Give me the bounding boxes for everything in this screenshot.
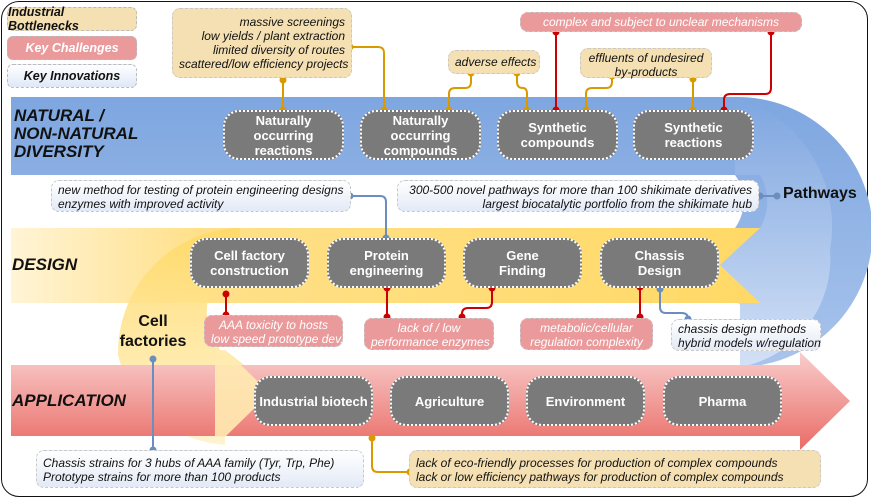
node-label: Finding xyxy=(499,263,546,278)
node-label: Gene xyxy=(506,248,539,263)
node-label: Protein xyxy=(364,248,409,263)
note-line: lack or low efficiency pathways for prod… xyxy=(416,470,784,484)
node-label: Pharma xyxy=(698,393,747,409)
challenge-aaa-toxicity: AAA toxicity to hosts low speed prototyp… xyxy=(204,315,344,347)
node-label: Synthetic xyxy=(664,120,723,135)
challenge-enzymes: lack of / low performance enzymes xyxy=(364,318,494,350)
band-label-application: APPLICATION xyxy=(12,391,126,410)
node-label: Design xyxy=(637,263,682,278)
node-label: compounds xyxy=(520,135,595,150)
note-line: metabolic/cellular xyxy=(540,321,633,335)
side-label-line: factories xyxy=(119,333,187,350)
band-label-design: DESIGN xyxy=(12,255,78,274)
note-line: limited diversity of routes xyxy=(212,43,345,57)
node-industrial-biotech[interactable]: Industrial biotech xyxy=(254,376,373,426)
innovation-protein-engineering: new method for testing of protein engine… xyxy=(51,180,351,212)
node-label: Cell factory xyxy=(214,248,285,263)
note-line: new method for testing of protein engine… xyxy=(58,183,344,197)
bottleneck-connectors xyxy=(282,46,694,473)
note-line: low speed prototype dev. xyxy=(211,332,344,346)
node-label: occurring xyxy=(390,127,451,143)
node-label: compounds xyxy=(383,142,458,158)
note-line: AAA toxicity to hosts xyxy=(219,318,328,332)
cell-factories-arrowhead xyxy=(215,350,270,437)
bottleneck-effluents: effluents of undesired by-products xyxy=(580,48,712,79)
note-line: Chassis strains for 3 hubs of AAA family… xyxy=(43,456,335,470)
node-label: Naturally xyxy=(392,112,449,128)
node-label: Agriculture xyxy=(414,393,485,409)
challenge-connectors xyxy=(225,32,772,317)
note-line: complex and subject to unclear mechanism… xyxy=(542,15,780,29)
note-line: by-products xyxy=(614,65,678,79)
innovation-pathways: 300-500 novel pathways for more than 100… xyxy=(397,180,759,212)
legend-key-innovations: Key Innovations xyxy=(7,64,137,88)
node-label: engineering xyxy=(349,263,424,278)
node-label: Environment xyxy=(545,393,626,409)
note-line: lack of eco-friendly processes for produ… xyxy=(416,456,778,470)
band-label-natural: NATURAL / NON-NATURAL DIVERSITY xyxy=(14,107,138,161)
band-label-line: NATURAL / xyxy=(14,106,105,125)
node-label: occurring xyxy=(253,127,314,143)
challenge-regulation-complexity: metabolic/cellular regulation complexity xyxy=(520,318,653,350)
note-line: adverse effects xyxy=(455,55,537,69)
note-line: massive screenings xyxy=(239,15,345,29)
node-pharma[interactable]: Pharma xyxy=(663,376,782,426)
node-agriculture[interactable]: Agriculture xyxy=(390,376,509,426)
cell-factories-label: Cell factories xyxy=(118,312,188,352)
pathways-label: Pathways xyxy=(783,185,857,202)
note-line: chassis design methods xyxy=(678,322,807,336)
node-label: Industrial biotech xyxy=(259,393,368,409)
node-environment[interactable]: Environment xyxy=(526,376,645,426)
note-line: regulation complexity xyxy=(530,335,643,349)
note-line: largest biocatalytic portfolio from the … xyxy=(482,197,752,211)
bottleneck-natural-main: massive screenings low yields / plant ex… xyxy=(172,8,352,78)
legend-industrial-bottlenecks: Industrial Bottlenecks xyxy=(7,5,137,33)
node-label: Naturally xyxy=(255,112,312,128)
node-label: reactions xyxy=(664,135,723,150)
natural-band xyxy=(11,96,871,367)
node-label: Synthetic xyxy=(528,120,587,135)
side-label-line: Cell xyxy=(138,313,168,330)
note-line: scattered/low efficiency projects xyxy=(179,57,349,71)
note-line: enzymes with improved activity xyxy=(58,197,224,211)
note-line: lack of / low xyxy=(397,321,461,335)
node-label: construction xyxy=(210,263,289,278)
note-line: Prototype strains for more than 100 prod… xyxy=(43,470,281,484)
note-line: 300-500 novel pathways for more than 100… xyxy=(409,183,752,197)
note-line: hybrid models w/regulation xyxy=(678,336,821,350)
bottleneck-adverse-effects: adverse effects xyxy=(448,50,540,74)
note-line: low yields / plant extraction xyxy=(201,29,345,43)
band-label-line: NON-NATURAL xyxy=(14,124,139,143)
challenge-complex-mechanisms: complex and subject to unclear mechanism… xyxy=(520,12,802,32)
note-line: effluents of undesired xyxy=(588,51,704,65)
innovation-chassis-methods: chassis design methods hybrid models w/r… xyxy=(671,319,821,351)
band-label-line: DIVERSITY xyxy=(14,142,104,161)
legend-key-challenges: Key Challenges xyxy=(7,36,137,60)
innovation-chassis-strains: Chassis strains for 3 hubs of AAA family… xyxy=(36,450,364,488)
node-label: reactions xyxy=(254,142,313,158)
note-line: performance enzymes xyxy=(371,335,490,349)
node-label: Chassis xyxy=(634,248,685,263)
bottleneck-application: lack of eco-friendly processes for produ… xyxy=(409,450,821,488)
